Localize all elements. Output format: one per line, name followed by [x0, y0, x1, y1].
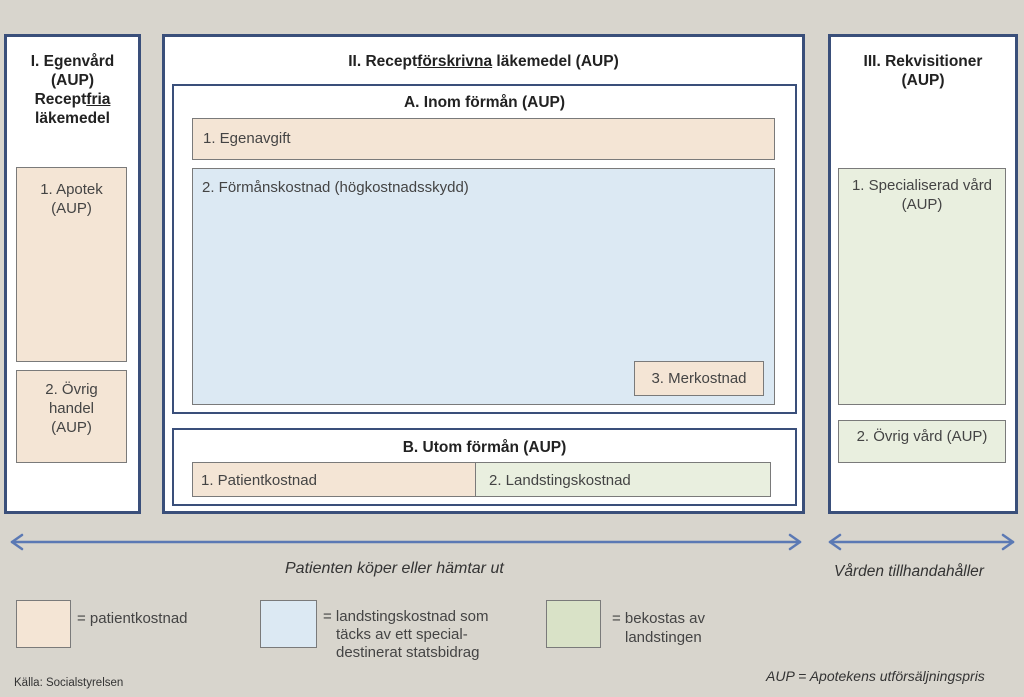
caption-patienten: Patienten köper eller hämtar ut [285, 560, 504, 577]
aup-note: AUP = Apotekens utförsäljningspris [766, 668, 985, 684]
arrow-patient [10, 533, 802, 551]
cell-ovrig-vard: 2. Övrig vård (AUP) [838, 420, 1006, 463]
section-utom-forman-title: B. Utom förmån (AUP) [402, 439, 567, 456]
cell-egenavgift: 1. Egenavgift [192, 118, 775, 160]
section-inom-forman-title: A. Inom förmån (AUP) [403, 94, 566, 111]
legend-label-bekostas: = bekostas av landstingen [612, 610, 705, 646]
caption-varden: Vården tillhandahåller [834, 563, 984, 580]
panel-rekvisitioner-title: III. Rekvisitioner (AUP) [863, 53, 983, 89]
cell-ovrig-handel: 2. Övrig handel (AUP) [16, 370, 127, 463]
arrows [10, 533, 1015, 551]
panel-egenvard-title: I. Egenvård (AUP) Receptfria läkemedel [30, 53, 115, 127]
legend-label-landsting-statsbidrag: = landstingskostnad som täcks av ett spe… [323, 608, 489, 661]
cell-specialiserad-vard: 1. Specialiserad vård (AUP) [838, 168, 1006, 405]
legend-swatch-landsting-statsbidrag [260, 600, 317, 648]
cell-patientkostnad: 1. Patientkostnad [192, 462, 476, 497]
panel-receptforskrivna-title: II. Receptförskrivna läkemedel (AUP) [348, 53, 619, 70]
cell-apotek: 1. Apotek (AUP) [16, 167, 127, 362]
source-note: Källa: Socialstyrelsen [14, 677, 124, 689]
cell-merkostnad: 3. Merkostnad [634, 361, 764, 396]
legend-swatch-patient [16, 600, 71, 648]
cell-landstingskostnad: 2. Landstingskostnad [475, 462, 771, 497]
arrow-varden [828, 533, 1015, 551]
legend-label-patient: = patientkostnad [77, 610, 188, 627]
legend-swatch-bekostas [546, 600, 601, 648]
